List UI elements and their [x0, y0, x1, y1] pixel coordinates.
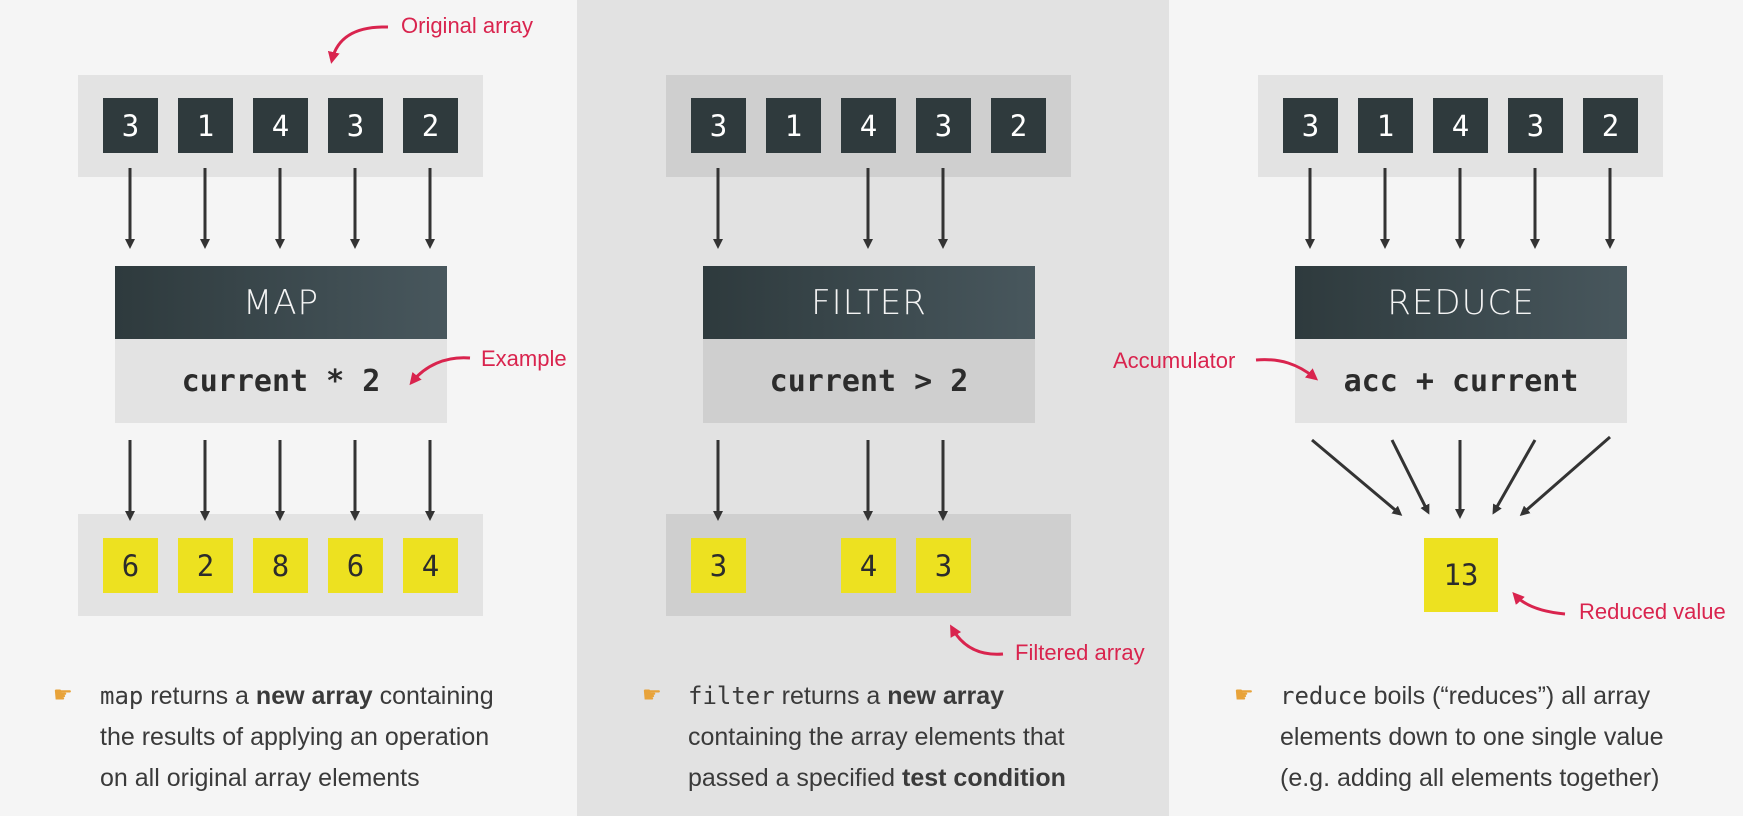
- original-array-callout: Original array: [401, 13, 534, 38]
- accumulator-callout: Accumulator: [1113, 348, 1236, 373]
- map-output-cell: 8: [253, 538, 308, 593]
- filter-input-cell: 3: [691, 98, 746, 153]
- map-input-cell: 3: [103, 98, 158, 153]
- filter-expression: current > 2: [703, 339, 1035, 423]
- map-expression: current * 2: [115, 339, 447, 423]
- reduce-expression: acc + current: [1295, 339, 1627, 423]
- map-output-cell: 6: [328, 538, 383, 593]
- reduce-title: REDUCE: [1295, 266, 1627, 339]
- filter-method-name: filter: [688, 682, 775, 710]
- filter-title: FILTER: [703, 266, 1035, 339]
- reduce-input-cell: 3: [1283, 98, 1338, 153]
- pointing-hand-icon: ☛: [642, 682, 662, 707]
- reduce-operation-box: REDUCE acc + current: [1295, 266, 1627, 423]
- filter-output-cell: 4: [841, 538, 896, 593]
- reduce-input-cell: 1: [1358, 98, 1413, 153]
- map-output-cell: 2: [178, 538, 233, 593]
- filter-operation-box: FILTER current > 2: [703, 266, 1035, 423]
- filter-output-cell: 3: [691, 538, 746, 593]
- map-input-cell: 4: [253, 98, 308, 153]
- map-output-cell: 4: [403, 538, 458, 593]
- map-input-cell: 2: [403, 98, 458, 153]
- filter-description: filter returns a new array containing th…: [688, 676, 1138, 799]
- reduce-description: reduce boils (“reduces”) all array eleme…: [1280, 676, 1730, 799]
- reduce-input-cell: 4: [1433, 98, 1488, 153]
- desc-text: containing: [372, 682, 494, 710]
- map-input-cell: 1: [178, 98, 233, 153]
- example-callout: Example: [481, 346, 567, 371]
- desc-line: (e.g. adding all elements together): [1280, 764, 1660, 792]
- map-method-name: map: [100, 682, 144, 710]
- desc-line: the results of applying an operation: [100, 723, 490, 751]
- reduced-value-callout: Reduced value: [1579, 599, 1726, 624]
- map-output-cell: 6: [103, 538, 158, 593]
- desc-bold-text: new array: [255, 682, 373, 710]
- desc-text: boils (“reduces”) all array: [1366, 682, 1651, 710]
- desc-line: on all original array elements: [100, 764, 420, 792]
- desc-text: returns a: [143, 682, 256, 710]
- desc-bold-text: test condition: [902, 764, 1066, 792]
- pointing-hand-icon: ☛: [53, 682, 73, 707]
- filtered-array-callout: Filtered array: [1015, 640, 1145, 665]
- desc-line: elements down to one single value: [1280, 723, 1664, 751]
- map-description: map returns a new array containing the r…: [100, 676, 550, 799]
- map-title: MAP: [115, 266, 447, 339]
- reduce-input-cell: 2: [1583, 98, 1638, 153]
- pointing-hand-icon: ☛: [1234, 682, 1254, 707]
- filter-input-cell: 1: [766, 98, 821, 153]
- desc-text: passed a specified: [688, 764, 903, 792]
- filter-output-cell: 3: [916, 538, 971, 593]
- desc-text: returns a: [774, 682, 888, 710]
- desc-line: containing the array elements that: [688, 723, 1065, 751]
- reduce-result-cell: 13: [1424, 538, 1498, 612]
- reduce-method-name: reduce: [1280, 682, 1367, 710]
- reduce-input-cell: 3: [1508, 98, 1563, 153]
- map-operation-box: MAP current * 2: [115, 266, 447, 423]
- filter-input-cell: 2: [991, 98, 1046, 153]
- desc-bold-text: new array: [887, 682, 1005, 710]
- map-input-cell: 3: [328, 98, 383, 153]
- filter-input-cell: 3: [916, 98, 971, 153]
- filter-input-cell: 4: [841, 98, 896, 153]
